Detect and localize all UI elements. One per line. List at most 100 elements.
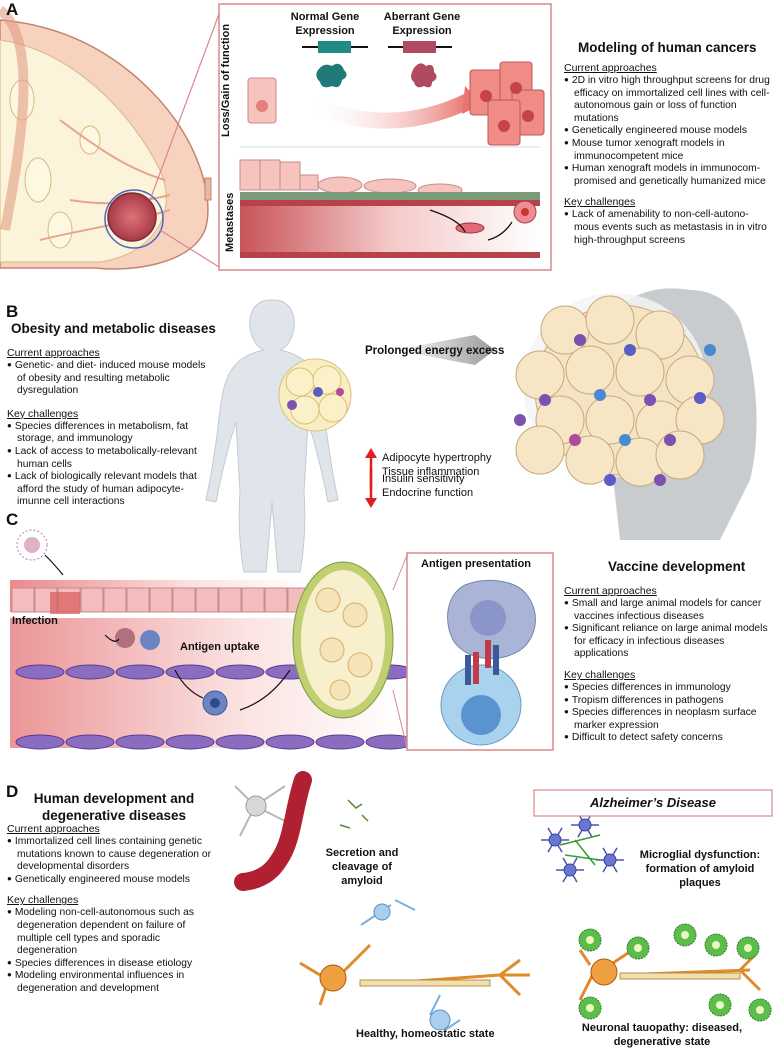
list-item: Species differences in metabolism, fat s… bbox=[7, 421, 207, 446]
epithelial-cell bbox=[195, 587, 219, 613]
loss-gain-label: Loss/Gain of function bbox=[220, 23, 232, 137]
panel-d-title: Human development and degenerative disea… bbox=[33, 791, 195, 823]
panel-d-approaches-list: Immortalized cell lines containing genet… bbox=[7, 836, 212, 886]
endothelial-cell bbox=[265, 734, 315, 750]
epithelial-cell bbox=[172, 587, 196, 613]
epithelial-cell bbox=[80, 587, 104, 613]
adipocyte-hypertrophy-label: Adipocyte hypertrophy bbox=[382, 452, 492, 464]
adipocyte bbox=[655, 430, 705, 480]
normal-gene-expression-label: Normal Gene Expression bbox=[290, 11, 360, 37]
list-item: Genetic- and diet- induced mouse models … bbox=[7, 360, 207, 398]
panel-a-letter: A bbox=[6, 0, 19, 19]
epithelial-cell bbox=[264, 587, 288, 613]
list-item: Lack of biologically relevant models tha… bbox=[7, 471, 207, 509]
panel-b-approaches-list: Genetic- and diet- induced mouse models … bbox=[7, 360, 207, 398]
list-item: Tropism differences in pathogens bbox=[564, 695, 772, 708]
antigen-presentation-cells bbox=[440, 579, 536, 746]
panel-c-text: Current approaches Small and large anima… bbox=[564, 585, 772, 745]
list-item: Mouse tumor xenograft models in immunoco… bbox=[564, 138, 772, 163]
immune-cell bbox=[704, 344, 716, 356]
panel-b-challenges-list: Species differences in metabolism, fat s… bbox=[7, 421, 207, 509]
energy-excess-label: Prolonged energy excess bbox=[365, 345, 505, 357]
panel-b-title: Obesity and metabolic diseases bbox=[11, 321, 216, 336]
immune-cell bbox=[654, 474, 666, 486]
panel-d-text: Current approaches Immortalized cell lin… bbox=[7, 823, 212, 996]
adipocyte bbox=[540, 305, 590, 355]
list-item: Modeling non-cell-autonomous such as deg… bbox=[7, 907, 212, 957]
metastasis-illustration bbox=[239, 159, 540, 258]
panel-d-approaches-heading: Current approaches bbox=[7, 823, 100, 835]
adipose-tissue-detail bbox=[514, 295, 725, 487]
endothelial-cell bbox=[215, 734, 265, 750]
microglia-cell bbox=[578, 818, 592, 832]
breast-illustration bbox=[0, 6, 220, 270]
list-item: Immortalized cell lines containing genet… bbox=[7, 836, 212, 874]
epithelial-cell bbox=[241, 587, 265, 613]
adipocyte bbox=[565, 345, 615, 395]
endothelial-cell bbox=[115, 664, 165, 680]
immune-cell bbox=[644, 394, 656, 406]
panel-a-text: Current approaches 2D in vitro high thro… bbox=[564, 62, 772, 247]
secretion-label: Secretion and cleavage of amyloid bbox=[325, 847, 399, 887]
list-item: Genetically engineered mouse models bbox=[7, 874, 212, 887]
panel-b-approaches-heading: Current approaches bbox=[7, 347, 100, 359]
immune-cell bbox=[514, 414, 526, 426]
adipocyte bbox=[565, 435, 615, 485]
endothelial-cell bbox=[315, 734, 365, 750]
immune-cell bbox=[569, 434, 581, 446]
epithelial-cell bbox=[103, 587, 127, 613]
panel-c-title: Vaccine development bbox=[608, 559, 746, 574]
metastases-label: Metastases bbox=[224, 192, 236, 252]
immune-cell bbox=[594, 389, 606, 401]
immune-cell bbox=[574, 334, 586, 346]
panel-c-challenges-list: Species differences in immunology Tropis… bbox=[564, 682, 772, 745]
panel-a-challenges-heading: Key challenges bbox=[564, 196, 636, 209]
antigen-uptake-label: Antigen uptake bbox=[180, 641, 260, 653]
panel-a-title: Modeling of human cancers bbox=[578, 40, 757, 55]
panel-c-approaches-heading: Current approaches bbox=[564, 585, 657, 597]
epithelial-cell bbox=[149, 587, 173, 613]
gene-expression-icons bbox=[240, 41, 545, 148]
alzheimer-label: Alzheimer’s Disease bbox=[590, 795, 716, 810]
energy-arrows bbox=[365, 448, 377, 508]
panel-c-approaches-list: Small and large animal models for cancer… bbox=[564, 598, 772, 661]
adipocyte bbox=[515, 350, 565, 400]
immune-cell bbox=[604, 474, 616, 486]
insulin-sensitivity-label: Insulin sensitivity bbox=[382, 473, 465, 485]
list-item: 2D in vitro high throughput screens for … bbox=[564, 75, 772, 125]
list-item: Lack of access to metabolically-relevant… bbox=[7, 446, 207, 471]
aberrant-gene-expression-label: Aberrant Gene Expression bbox=[383, 11, 461, 37]
list-item: Modeling environmental influences in deg… bbox=[7, 970, 212, 995]
adipocyte bbox=[585, 295, 635, 345]
microglia-cell bbox=[548, 833, 562, 847]
panel-c-letter: C bbox=[6, 510, 19, 529]
panel-b-challenges-heading: Key challenges bbox=[7, 407, 79, 420]
list-item: Small and large animal models for cancer… bbox=[564, 598, 772, 623]
list-item: Species differences in disease etiology bbox=[7, 958, 212, 971]
list-item: Difficult to detect safety concerns bbox=[564, 732, 772, 745]
tauopathy-label: Neuronal tauopathy: diseased, degenerati… bbox=[581, 1022, 743, 1048]
microglia-cell bbox=[603, 853, 617, 867]
alzheimer-label-frame bbox=[533, 789, 773, 817]
list-item: Human xenograft models in immunocom-prom… bbox=[564, 163, 772, 188]
panel-a-challenges-list: Lack of amenability to non-cell-autono-m… bbox=[564, 209, 772, 247]
epithelial-cell bbox=[126, 587, 150, 613]
panel-a-approaches-heading: Current approaches bbox=[564, 62, 657, 74]
immune-cell bbox=[619, 434, 631, 446]
healthy-label: Healthy, homeostatic state bbox=[356, 1028, 495, 1040]
endothelial-cell bbox=[165, 734, 215, 750]
immune-cell bbox=[539, 394, 551, 406]
panel-d-challenges-heading: Key challenges bbox=[7, 894, 79, 907]
list-item: Lack of amenability to non-cell-autono-m… bbox=[564, 209, 772, 247]
tissue-inflammation-label: Tissue inflammation bbox=[382, 466, 480, 478]
vaccine-illustration bbox=[10, 529, 415, 750]
immune-cell bbox=[624, 344, 636, 356]
panel-a-zoom-frame bbox=[218, 3, 552, 271]
up-labels: Adipocyte hypertrophy Tissue inflammatio… bbox=[382, 451, 491, 479]
down-labels: Insulin sensitivity Endocrine function bbox=[382, 472, 473, 500]
endothelial-cell bbox=[15, 664, 65, 680]
panel-d-letter: D bbox=[6, 782, 19, 801]
list-item: Significant reliance on large animal mod… bbox=[564, 623, 772, 661]
infection-label: Infection bbox=[12, 615, 58, 627]
antigen-presentation-label: Antigen presentation bbox=[421, 558, 532, 570]
